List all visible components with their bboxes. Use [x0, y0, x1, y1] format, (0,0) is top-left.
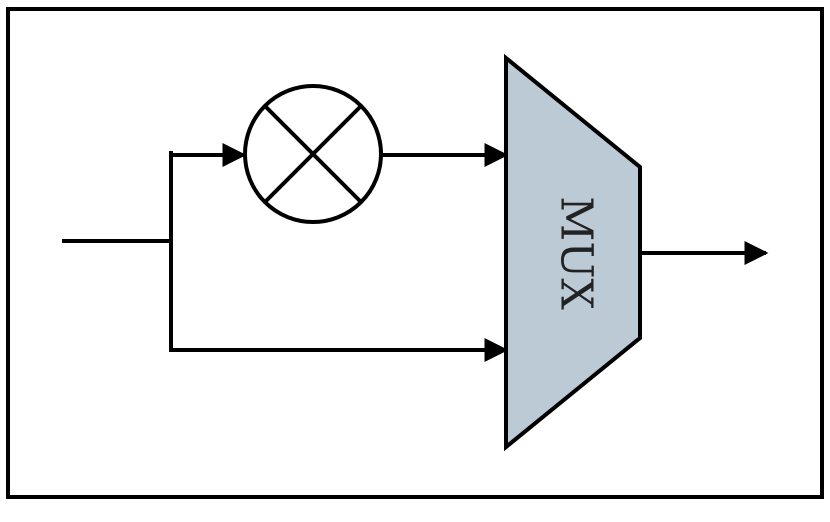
multiplier-node	[243, 84, 383, 224]
mux-label: MUX	[551, 196, 602, 310]
multiplier-cross-line-2	[263, 104, 363, 204]
mux-block	[504, 53, 642, 452]
